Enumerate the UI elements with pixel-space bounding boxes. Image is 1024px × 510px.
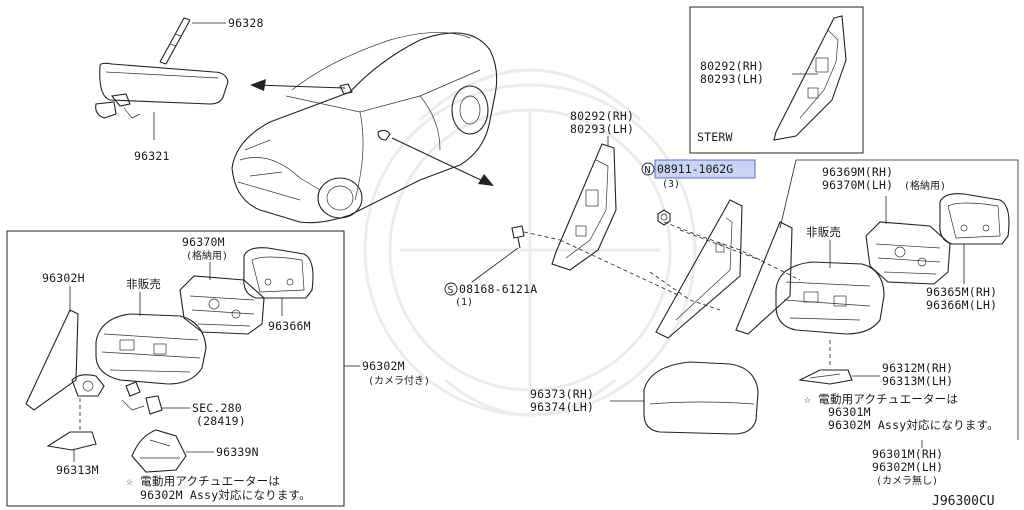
assembly-dashed-lines — [523, 221, 801, 311]
nut-part-highlight — [654, 159, 756, 179]
left-mirror-base — [25, 286, 105, 411]
right-mirror-housing — [735, 221, 885, 335]
label-96369m: 96369M(RH) — [822, 165, 893, 179]
label-96370m-right-note: (格納用) — [904, 179, 946, 192]
label-96328: 96328 — [228, 16, 264, 30]
label-96366m-left: 96366M — [268, 319, 311, 333]
car-illustration — [231, 32, 498, 224]
label-96370m-left: 96370M — [182, 235, 225, 249]
arrow-to-door-mirror — [391, 137, 494, 186]
label-96312m: 96312M(RH) — [882, 361, 953, 375]
label-96313m-left: 96313M — [56, 463, 99, 477]
right-turn-lamp — [798, 340, 880, 385]
label-96370m-right: 96370M(LH) — [822, 178, 893, 192]
label-96373: 96373(RH) — [530, 387, 594, 401]
label-80293-mid: 80293(LH) — [570, 122, 634, 136]
label-camera-none: (カメラ無し) — [876, 474, 938, 487]
arrow-to-mirror — [250, 79, 346, 91]
left-turn-lamp — [131, 429, 214, 473]
note-right-line2b: 96302M Assy対応になります。 — [828, 418, 999, 432]
diagram-code: J96300CU — [932, 494, 995, 509]
mirror-cover — [610, 361, 759, 435]
note-left-line1: ☆ 電動用アクチュエーターは — [126, 474, 280, 488]
nut-quantity: (3) — [662, 179, 680, 190]
label-96302m-bottom: 96302M(LH) — [872, 460, 943, 474]
label-camera-with: (カメラ付き) — [368, 374, 430, 387]
left-detail-box — [6, 230, 345, 507]
inset-box-sterw — [689, 6, 864, 154]
label-96366m-right: 96366M(LH) — [926, 298, 997, 312]
label-96339n: 96339N — [216, 445, 259, 459]
nut-icon — [657, 209, 671, 226]
watermark-emblem — [363, 68, 697, 417]
label-96321: 96321 — [134, 149, 170, 163]
rear-view-mirror-96321 — [95, 62, 229, 140]
mirror-base-gasket — [655, 199, 743, 339]
left-mirror-glass — [243, 247, 314, 316]
label-sec280-sub: (28419) — [196, 414, 246, 428]
nut-symbol-circle — [641, 162, 655, 176]
screw-symbol: S — [448, 285, 454, 296]
label-96370m-left-note: (格納用) — [186, 249, 228, 262]
screw-part-number: 08168-6121A — [459, 282, 537, 296]
label-96301m-bottom: 96301M(RH) — [872, 447, 943, 461]
label-96365m: 96365M(RH) — [926, 285, 997, 299]
label-hihanbai-right: 非販売 — [806, 225, 841, 239]
label-80292-mid: 80292(RH) — [570, 109, 634, 123]
right-mirror-glass — [939, 193, 1010, 284]
door-corner-garnish — [551, 136, 617, 271]
left-lower-cover — [46, 398, 97, 462]
note-right-line1: ☆ 電動用アクチュエーターは — [804, 392, 958, 406]
label-80293-inset: 80293(LH) — [700, 72, 764, 86]
label-80292-inset: 80292(RH) — [700, 59, 764, 73]
label-sec280: SEC.280 — [192, 401, 242, 415]
nut-part-number: 08911-1062G — [657, 162, 733, 176]
label-96302m-left: 96302M — [362, 359, 405, 373]
note-left-line2: 96302M Assy対応になります。 — [140, 488, 311, 502]
nut-callout[interactable]: N 08911-1062G — [641, 159, 756, 179]
screw-callout: S 08168-6121A (1) — [444, 282, 537, 308]
label-96313m-right: 96313M(LH) — [882, 374, 953, 388]
left-camera-module — [121, 381, 190, 415]
label-96374: 96374(LH) — [530, 400, 594, 414]
inset-garnish — [773, 15, 847, 141]
label-hihanbai-left: 非販売 — [126, 277, 161, 291]
screw-quantity: (1) — [455, 297, 473, 308]
mirror-bracket-96328 — [159, 17, 226, 65]
left-mirror-housing — [95, 292, 207, 385]
note-right-line2a: 96301M — [828, 405, 871, 419]
label-sterw: STERW — [697, 130, 733, 144]
right-detail-outline — [779, 159, 1019, 440]
left-actuator — [179, 262, 265, 335]
nut-symbol: N — [645, 165, 651, 176]
right-actuator — [865, 196, 951, 285]
label-96302h: 96302H — [42, 271, 85, 285]
screw-icon — [471, 225, 525, 283]
